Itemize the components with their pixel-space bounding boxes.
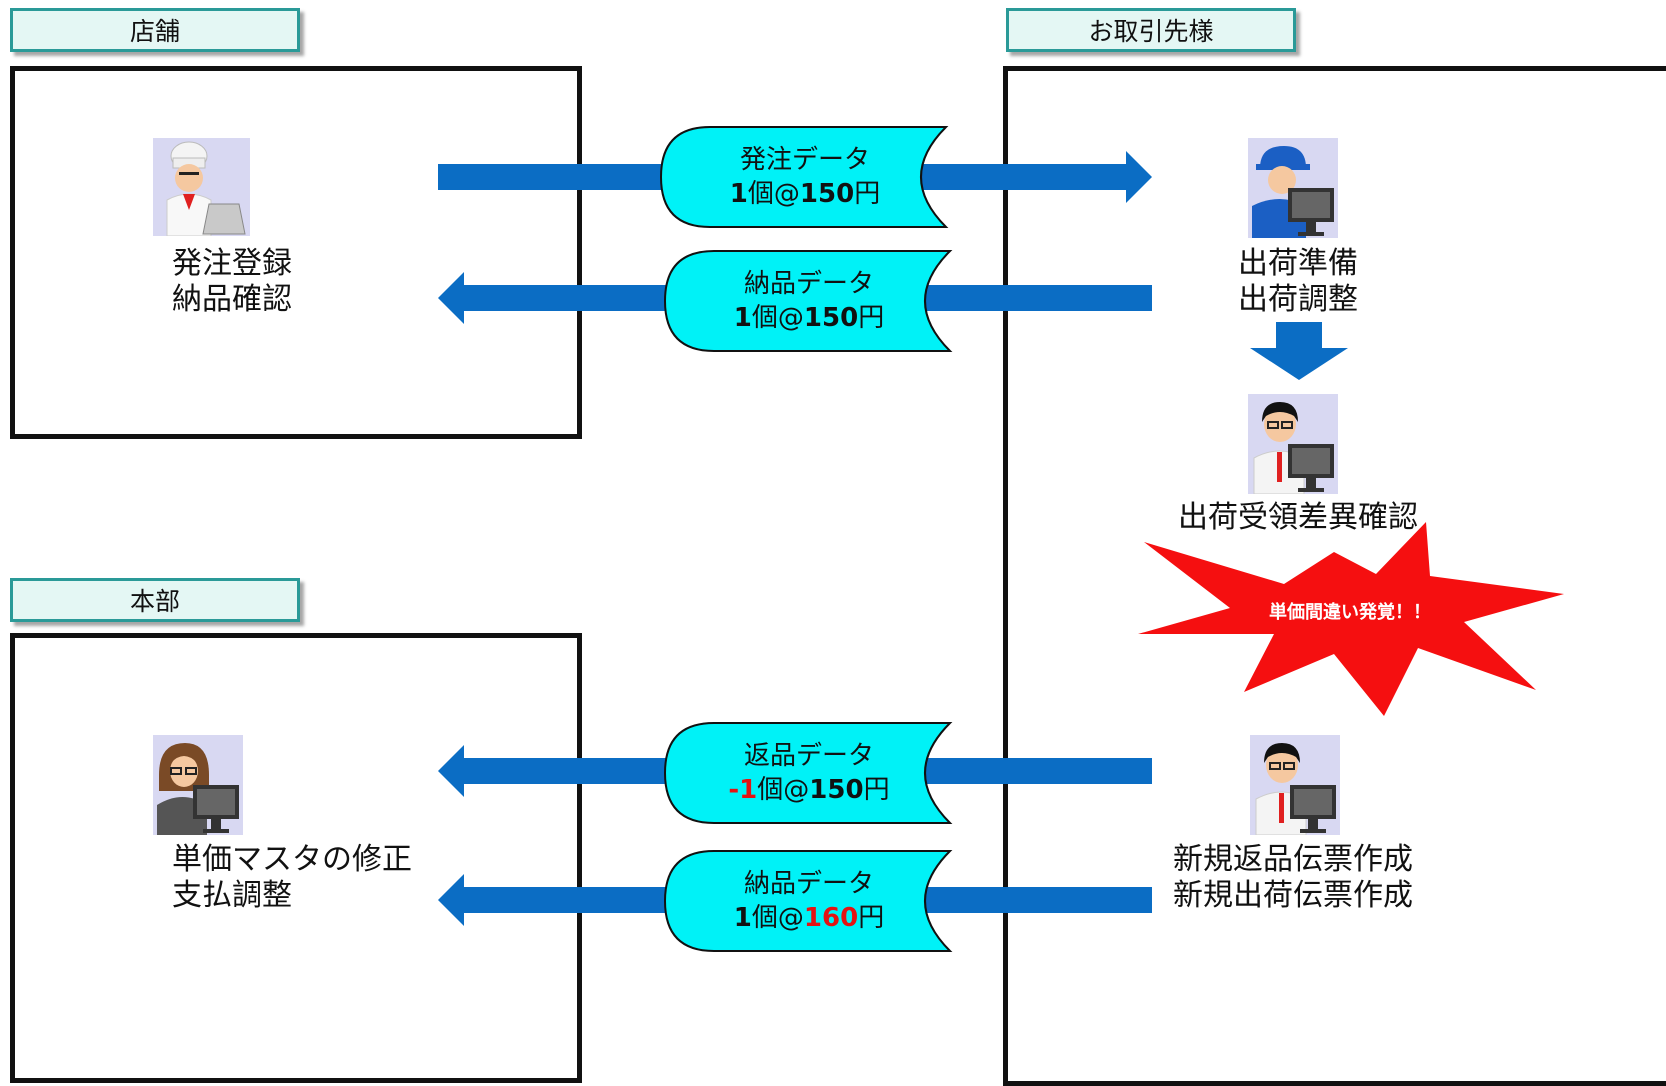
order-arrow-head	[1126, 151, 1152, 203]
return-arrow-head	[438, 745, 464, 797]
hq-task-line2: 支払調整	[172, 878, 292, 913]
store-task-line2: 納品確認	[172, 282, 292, 317]
hq-box	[10, 633, 582, 1083]
store-tab: 店舗	[10, 8, 300, 52]
partner-tab: お取引先様	[1006, 8, 1296, 52]
partner-step1-line1: 出荷準備	[1238, 246, 1358, 281]
man-computer-icon	[1250, 735, 1340, 836]
hq-tab-label: 本部	[129, 587, 180, 616]
order-data-tape: 発注データ 1個@150円	[659, 126, 950, 228]
delivery2-data-value: 1個@160円	[733, 903, 885, 933]
return-data-title: 返品データ	[743, 741, 874, 771]
delivery1-data-value: 1個@150円	[733, 303, 885, 333]
partner-tab-label: お取引先様	[1088, 17, 1214, 46]
partner-step2-label: 出荷受領差異確認	[1178, 500, 1418, 535]
worker-cap-computer-icon	[1248, 138, 1338, 238]
order-data-title: 発注データ	[739, 145, 870, 175]
delivery1-data-title: 納品データ	[743, 269, 874, 299]
partner-step3-line2: 新規出荷伝票作成	[1173, 878, 1413, 913]
alert-starburst: 単価間違い発覚！！	[1134, 522, 1566, 718]
man-computer-icon	[1248, 394, 1338, 495]
woman-computer-icon	[153, 735, 243, 835]
return-data-tape: 返品データ -1個@150円	[663, 722, 954, 824]
return-data-value: -1個@150円	[728, 775, 890, 805]
partner-step1-line2: 出荷調整	[1238, 282, 1358, 317]
down-arrow	[1250, 322, 1348, 380]
order-data-value: 1個@150円	[729, 179, 881, 209]
hq-task-line1: 単価マスタの修正	[172, 842, 412, 877]
chef-laptop-icon	[153, 138, 250, 237]
delivery2-data-tape: 納品データ 1個@160円	[663, 850, 954, 952]
hq-tab: 本部	[10, 578, 300, 622]
delivery2-data-title: 納品データ	[743, 869, 874, 899]
delivery2-arrow-head	[438, 874, 464, 926]
delivery1-data-tape: 納品データ 1個@150円	[663, 250, 954, 352]
store-box	[10, 66, 582, 439]
store-tab-label: 店舗	[129, 17, 180, 46]
delivery1-arrow-head	[438, 272, 464, 324]
partner-step3-line1: 新規返品伝票作成	[1173, 842, 1413, 877]
alert-text: 単価間違い発覚！！	[1269, 602, 1431, 623]
store-task-line1: 発注登録	[172, 246, 292, 281]
